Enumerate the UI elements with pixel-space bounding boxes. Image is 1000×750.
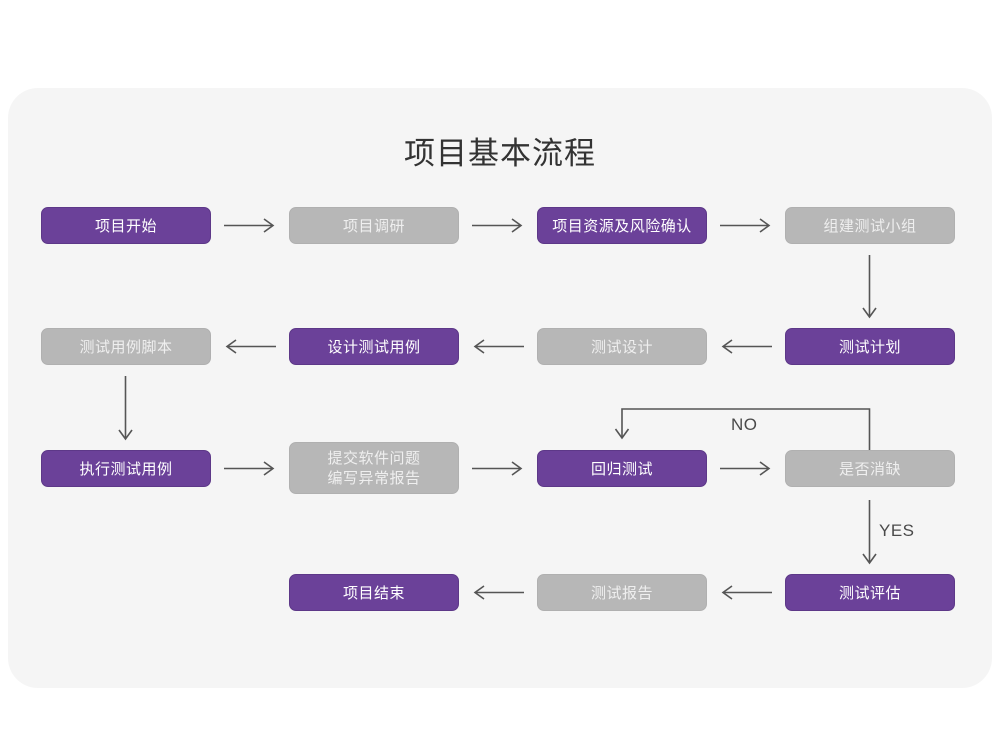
flow-node-n6[interactable]: 测试设计	[537, 328, 707, 365]
flow-node-n11[interactable]: 回归测试	[537, 450, 707, 487]
flow-node-n14[interactable]: 测试报告	[537, 574, 707, 611]
flow-node-n5[interactable]: 测试计划	[785, 328, 955, 365]
page-title: 项目基本流程	[404, 136, 596, 172]
flow-node-label: 执行测试用例	[79, 459, 173, 478]
flow-node-label: 项目开始	[94, 216, 157, 235]
edge-label-yes: YES	[879, 521, 915, 540]
flow-node-label: 回归测试	[590, 459, 653, 478]
flow-node-n10[interactable]: 提交软件问题 编写异常报告	[289, 442, 459, 494]
flow-node-n12[interactable]: 是否消缺	[785, 450, 955, 487]
flow-node-label: 测试计划	[838, 337, 901, 356]
flow-node-n3[interactable]: 项目资源及风险确认	[537, 207, 707, 244]
flow-node-n4[interactable]: 组建测试小组	[785, 207, 955, 244]
flow-node-label: 测试评估	[838, 583, 901, 602]
flow-node-label: 测试用例脚本	[79, 337, 173, 356]
flow-node-label: 测试设计	[590, 337, 653, 356]
flow-node-label: 提交软件问题 编写异常报告	[327, 449, 421, 487]
flow-node-n15[interactable]: 项目结束	[289, 574, 459, 611]
flow-node-n1[interactable]: 项目开始	[41, 207, 211, 244]
flow-node-label: 是否消缺	[838, 459, 901, 478]
edge-label-no: NO	[731, 415, 758, 434]
flow-node-label: 测试报告	[590, 583, 653, 602]
flow-node-label: 组建测试小组	[823, 216, 917, 235]
flow-node-label: 项目资源及风险确认	[552, 216, 692, 235]
flow-node-n13[interactable]: 测试评估	[785, 574, 955, 611]
flow-node-n8[interactable]: 测试用例脚本	[41, 328, 211, 365]
flow-node-n2[interactable]: 项目调研	[289, 207, 459, 244]
flow-node-n7[interactable]: 设计测试用例	[289, 328, 459, 365]
flow-node-label: 项目调研	[342, 216, 405, 235]
flow-node-n9[interactable]: 执行测试用例	[41, 450, 211, 487]
flow-node-label: 设计测试用例	[327, 337, 421, 356]
flow-node-label: 项目结束	[342, 583, 405, 602]
